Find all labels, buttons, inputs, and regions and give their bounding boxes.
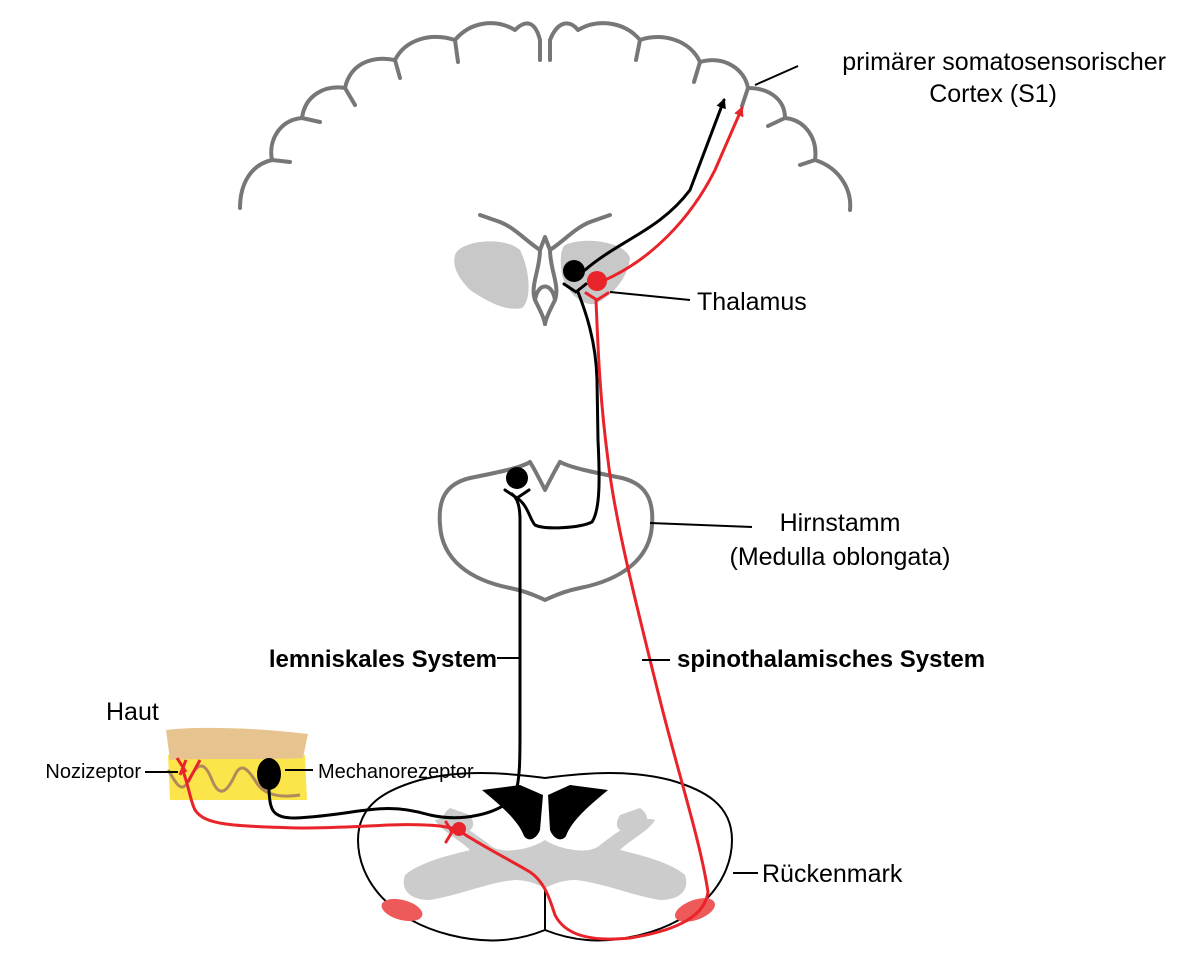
nociceptor-label: Nozizeptor — [45, 761, 141, 783]
mechanoreceptor-ending — [257, 758, 281, 790]
brainstem-label-line1: Hirnstamm — [780, 509, 901, 537]
lemniscal-pathway — [267, 98, 726, 820]
spinothalamic-pathway — [193, 106, 744, 941]
thalamus-spinothalamic-neuron — [587, 271, 607, 291]
spinal-cord-structure — [356, 772, 734, 942]
thalamus-structure — [454, 213, 630, 326]
spinothalamic-system-label: spinothalamisches System — [677, 646, 985, 673]
thalamus-label: Thalamus — [697, 288, 807, 316]
skin-structure — [166, 727, 308, 811]
brainstem-label-line2: (Medulla oblongata) — [730, 543, 951, 571]
thalamus-lemniscal-neuron — [563, 260, 585, 282]
spinal-cord-label: Rückenmark — [762, 860, 903, 888]
skin-label: Haut — [106, 698, 159, 726]
brainstem-structure — [437, 460, 655, 602]
nociceptor-ending — [175, 757, 202, 811]
spinal-red-neuron — [452, 822, 466, 836]
brainstem-neuron — [506, 467, 528, 489]
cortex-label-line1: primärer somatosensorischer — [842, 48, 1166, 76]
cortex-outline — [238, 21, 853, 212]
cortex-label-line2: Cortex (S1) — [929, 80, 1057, 108]
lemniscal-system-label: lemniskales System — [269, 646, 497, 673]
mechanoreceptor-label: Mechanorezeptor — [318, 761, 474, 783]
